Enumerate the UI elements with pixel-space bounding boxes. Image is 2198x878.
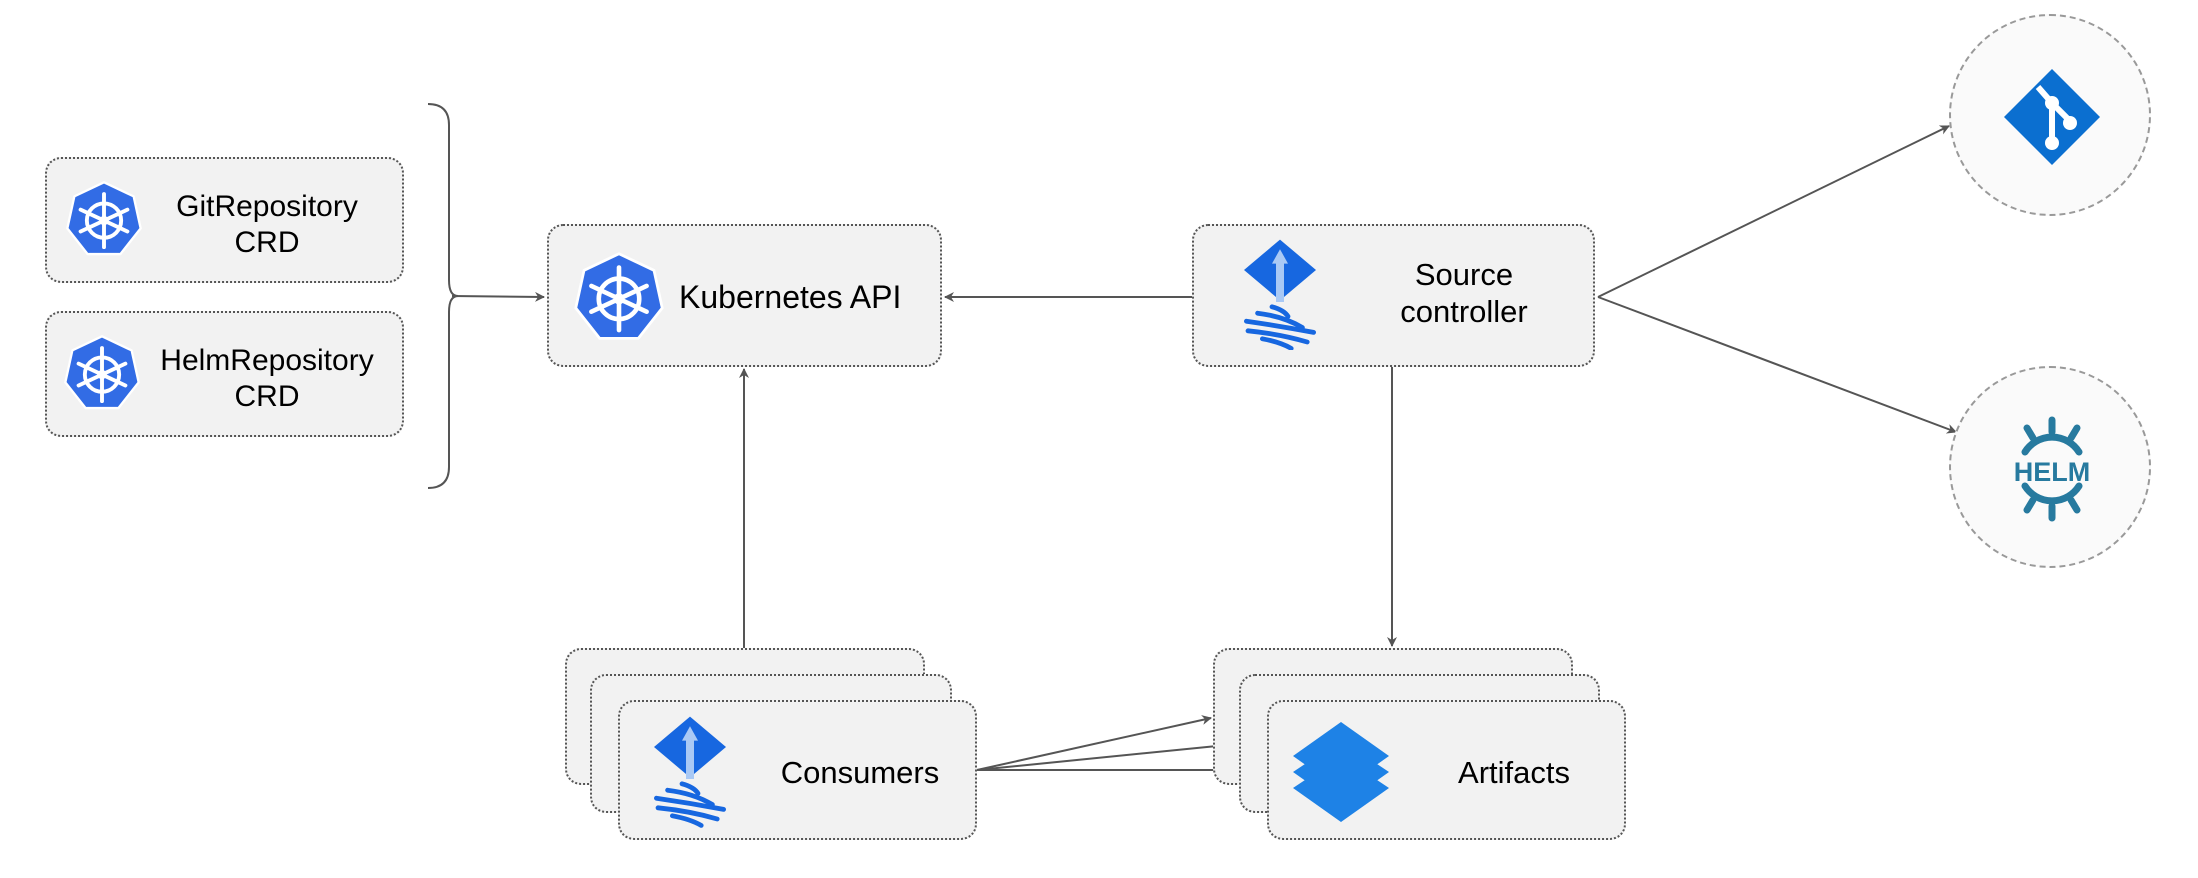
- kubernetes-icon: [65, 179, 143, 259]
- flux-icon: [1240, 238, 1320, 350]
- kubernetes-api-node[interactable]: Kubernetes API: [547, 224, 942, 367]
- edge-source-to-git: [1597, 125, 1950, 298]
- git-crd-line2: CRD: [234, 226, 300, 259]
- helm-icon: HELM: [2014, 416, 2091, 522]
- helm-repository-crd-node[interactable]: HelmRepository CRD: [45, 311, 404, 437]
- consumers-label: Consumers: [780, 755, 940, 790]
- kubernetes-icon: [63, 333, 141, 413]
- edge-crds-to-kubernetes-api: [451, 291, 545, 302]
- source-controller-line1: Source: [1414, 257, 1514, 292]
- kubernetes-api-label: Kubernetes API: [679, 279, 902, 315]
- git-icon: [2004, 69, 2100, 165]
- git-repository-crd-node[interactable]: GitRepository CRD: [45, 157, 404, 283]
- kubernetes-icon: [573, 250, 665, 344]
- source-controller-node[interactable]: Source controller: [1192, 224, 1595, 367]
- consumers-node[interactable]: Consumers: [618, 700, 977, 840]
- helm-crd-line1: HelmRepository: [160, 344, 374, 377]
- helm-node[interactable]: HELM: [1949, 366, 2151, 568]
- artifacts-label: Artifacts: [1458, 755, 1570, 790]
- git-crd-line1: GitRepository: [176, 190, 358, 223]
- flux-icon: [650, 714, 730, 828]
- source-controller-line2: controller: [1400, 294, 1528, 330]
- edge-consumers-to-artifact-2: [976, 739, 1238, 771]
- edge-consumers-to-artifact-1: [976, 715, 1212, 771]
- artifacts-node[interactable]: Artifacts: [1267, 700, 1626, 840]
- edge-source-to-helm: [1597, 296, 1957, 434]
- helm-logo-text: HELM: [2014, 457, 2091, 487]
- git-node[interactable]: [1949, 14, 2151, 216]
- helm-crd-line2: CRD: [234, 380, 300, 413]
- layers-icon: [1293, 722, 1389, 822]
